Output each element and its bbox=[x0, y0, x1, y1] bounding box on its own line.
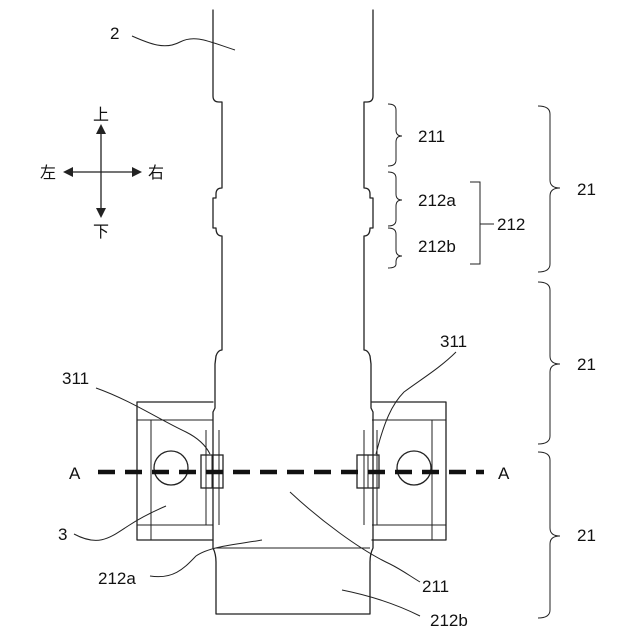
label-21-top: 21 bbox=[577, 180, 596, 199]
strip-outline bbox=[213, 10, 373, 614]
label-211-bottom: 211 bbox=[422, 577, 449, 596]
arrow-right-icon bbox=[132, 167, 142, 177]
section-label-right: A bbox=[498, 464, 510, 483]
label-strip: 2 bbox=[110, 24, 119, 43]
label-212: 212 bbox=[497, 215, 525, 234]
label-212a-top: 212a bbox=[418, 191, 456, 210]
right-clip-hole bbox=[397, 451, 431, 485]
label-212a-bottom: 212a bbox=[98, 569, 136, 588]
label-311-right: 311 bbox=[440, 332, 467, 351]
direction-down: 下 bbox=[93, 222, 109, 241]
label-311-left: 311 bbox=[62, 369, 89, 388]
direction-left: 左 bbox=[40, 163, 56, 182]
label-21-bottom: 21 bbox=[577, 526, 596, 545]
label-212b-bottom: 212b bbox=[430, 611, 468, 630]
label-21-mid: 21 bbox=[577, 355, 596, 374]
section-label-left: A bbox=[69, 464, 81, 483]
braces bbox=[388, 104, 560, 618]
direction-up: 上 bbox=[93, 105, 109, 124]
left-clip-hole bbox=[154, 451, 188, 485]
direction-right: 右 bbox=[148, 163, 164, 182]
arrow-left-icon bbox=[63, 167, 73, 177]
label-212b-top: 212b bbox=[418, 237, 456, 256]
direction-compass: 上 下 左 右 bbox=[40, 105, 164, 241]
arrow-up-icon bbox=[96, 124, 106, 134]
leader-lines bbox=[74, 36, 456, 616]
label-211-top: 211 bbox=[418, 127, 445, 146]
arrow-down-icon bbox=[96, 208, 106, 218]
label-clip: 3 bbox=[58, 525, 67, 544]
